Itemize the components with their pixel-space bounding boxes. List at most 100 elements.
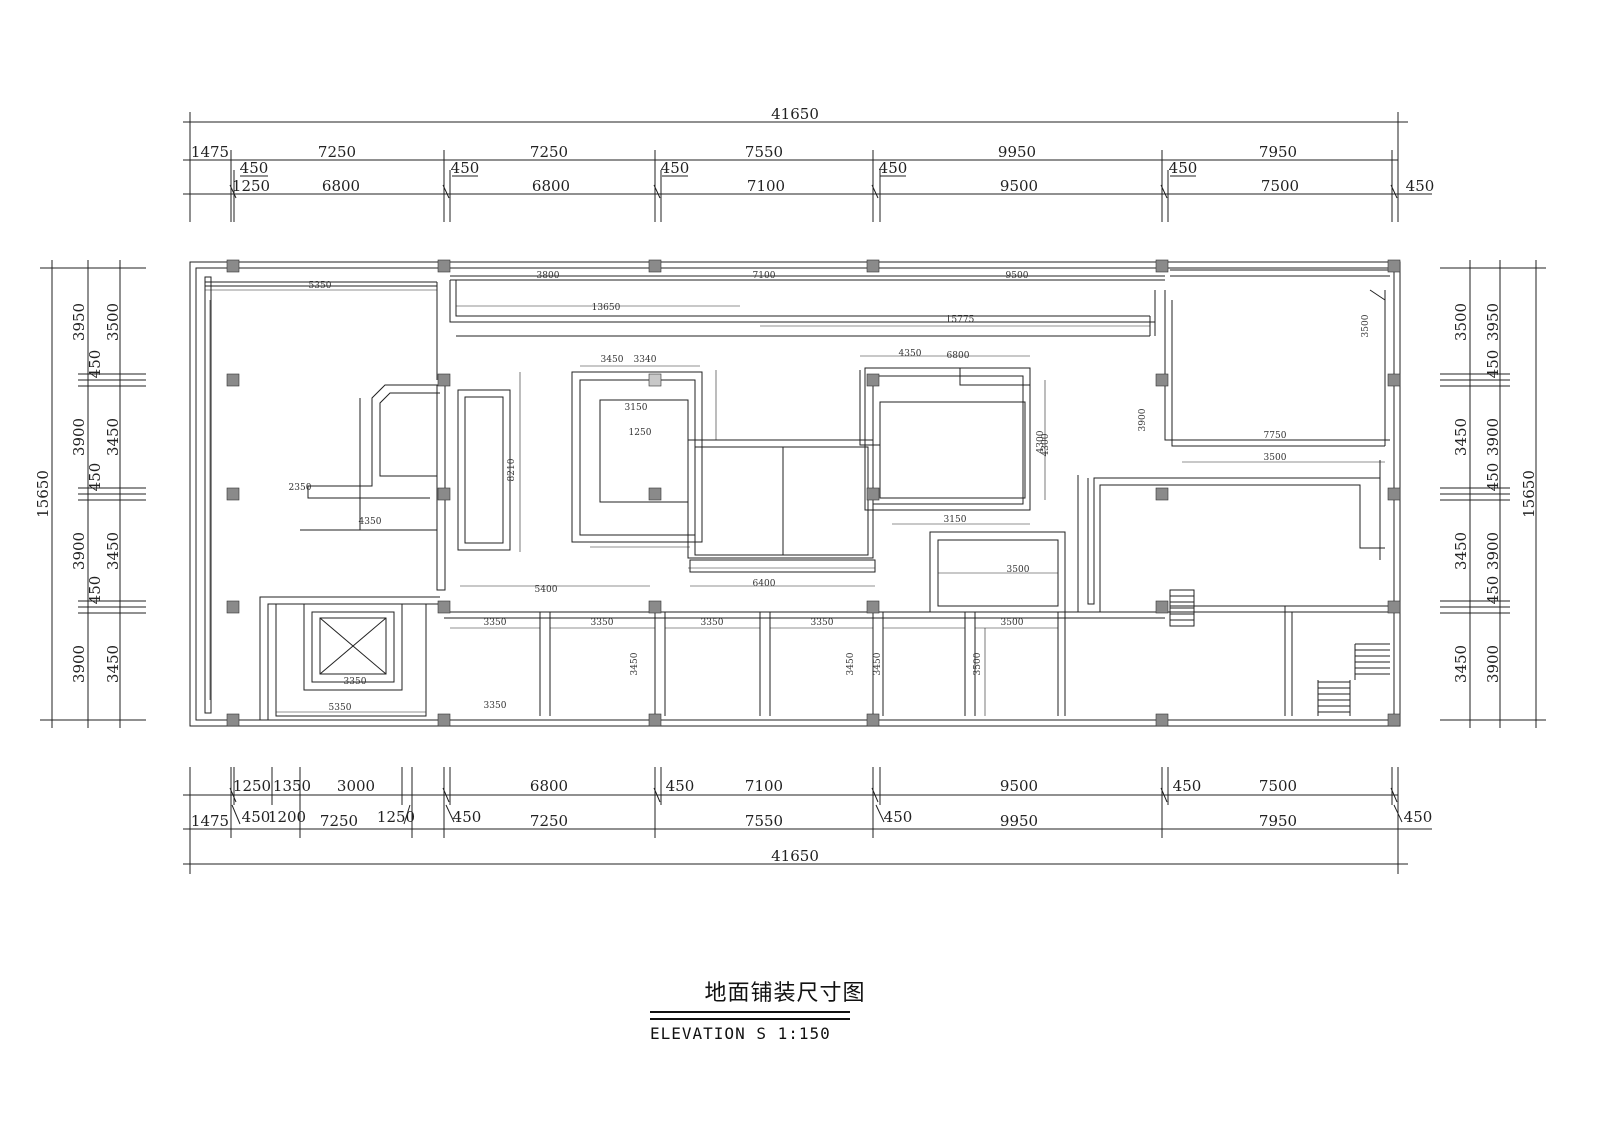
top-col-450-1: 450 (240, 159, 269, 177)
top-dim-d: 9950 (998, 143, 1036, 161)
bottom-dim-3000: 3000 (337, 777, 375, 795)
left-outer-4: 450 (86, 463, 104, 492)
top-dim-i: 9500 (1000, 177, 1038, 195)
top-dim-f: 6800 (322, 177, 360, 195)
bottom-dim-450-d: 450 (453, 808, 482, 826)
left-inner-2: 3450 (104, 418, 122, 456)
bottom-total-dim: 41650 (771, 847, 819, 865)
interior-label: 5350 (329, 703, 352, 713)
top-dim-h: 7100 (747, 177, 785, 195)
right-inner-1: 3500 (1452, 303, 1470, 341)
top-dim-1475: 1475 (191, 143, 229, 161)
interior-label: 3500 (1361, 314, 1371, 337)
right-outer-5: 3900 (1484, 532, 1502, 570)
interior-label: 4350 (899, 349, 922, 359)
interior-label: 2350 (289, 483, 312, 493)
interior-label: 6400 (753, 579, 776, 589)
right-total-dim: 15650 (1520, 470, 1538, 518)
bottom-dim-450-a: 450 (666, 777, 695, 795)
left-inner-1: 3500 (104, 303, 122, 341)
interior-label: 7100 (753, 271, 776, 281)
top-dim-450-end: 450 (1406, 177, 1435, 195)
top-col-450-2: 450 (451, 159, 480, 177)
interior-label: 3350 (811, 618, 834, 628)
interior-label: 3350 (484, 618, 507, 628)
interior-label: 3350 (591, 618, 614, 628)
top-dim-e: 7950 (1259, 143, 1297, 161)
top-dim-1250: 1250 (232, 177, 270, 195)
right-outer-3: 3900 (1484, 418, 1502, 456)
interior-label: 7750 (1264, 431, 1287, 441)
interior-label: 5400 (535, 585, 558, 595)
plan-bottom-rooms (259, 596, 1390, 720)
bottom-dim-1250: 1250 (233, 777, 271, 795)
left-outer-1: 3950 (70, 303, 88, 341)
bottom-dim-9950: 9950 (1000, 812, 1038, 830)
interior-label: 4300 (1041, 433, 1051, 456)
interior-label: 3800 (537, 271, 560, 281)
interior-label: 3450 (601, 355, 624, 365)
bottom-dim-450-e: 450 (884, 808, 913, 826)
bottom-dim-1350: 1350 (273, 777, 311, 795)
interior-label: 3450 (630, 652, 640, 675)
right-outer-7: 3900 (1484, 645, 1502, 683)
interior-label: 3900 (1138, 408, 1148, 431)
left-total-dim: 15650 (34, 470, 52, 518)
plan-outer-walls (189, 261, 1401, 727)
bottom-dim-7250-b: 7250 (530, 812, 568, 830)
interior-label: 3340 (634, 355, 657, 365)
left-outer-2: 450 (86, 350, 104, 379)
interior-label: 5350 (309, 281, 332, 291)
interior-label: 3500 (1001, 618, 1024, 628)
drawing-title-block: 地面铺装尺寸图 ELEVATION S 1:150 (650, 975, 890, 1043)
interior-label: 3150 (944, 515, 967, 525)
bottom-dim-1250-b: 1250 (377, 808, 415, 826)
top-dim-a: 7250 (318, 143, 356, 161)
bottom-dim-7100: 7100 (745, 777, 783, 795)
right-outer-6: 450 (1484, 576, 1502, 605)
bottom-dim-450-f: 450 (1404, 808, 1433, 826)
top-total-dim: 41650 (771, 105, 819, 123)
plan-interior-dim-lines (205, 289, 1385, 716)
right-inner-2: 3450 (1452, 418, 1470, 456)
left-outer-3: 3900 (70, 418, 88, 456)
interior-label: 3350 (701, 618, 724, 628)
left-inner-4: 3450 (104, 645, 122, 683)
title-underline (650, 1011, 850, 1020)
right-inner-3: 3450 (1452, 532, 1470, 570)
right-outer-1: 3950 (1484, 303, 1502, 341)
top-col-450-5: 450 (1169, 159, 1198, 177)
interior-label: 3350 (344, 677, 367, 687)
interior-label: 3450 (873, 652, 883, 675)
left-dimension-lines (40, 260, 146, 728)
left-outer-7: 3900 (70, 645, 88, 683)
plan-columns (226, 259, 1401, 727)
left-outer-6: 450 (86, 576, 104, 605)
left-inner-3: 3450 (104, 532, 122, 570)
bottom-dim-7500: 7500 (1259, 777, 1297, 795)
interior-label: 4300 (1036, 430, 1046, 453)
interior-label: 3500 (1007, 565, 1030, 575)
interior-label: 1250 (629, 428, 652, 438)
right-dimension-lines (1440, 260, 1546, 728)
top-dim-j: 7500 (1261, 177, 1299, 195)
top-col-450-4: 450 (879, 159, 908, 177)
drawing-title-en: ELEVATION S 1:150 (650, 1024, 831, 1043)
right-outer-4: 450 (1484, 463, 1502, 492)
top-col-450-3: 450 (661, 159, 690, 177)
interior-label: 15775 (946, 315, 975, 325)
left-outer-5: 3900 (70, 532, 88, 570)
plan-left-room (300, 384, 511, 591)
right-inner-4: 3450 (1452, 645, 1470, 683)
bottom-dim-7550: 7550 (745, 812, 783, 830)
interior-label: 9500 (1006, 271, 1029, 281)
bottom-dim-6800: 6800 (530, 777, 568, 795)
bottom-dim-7950: 7950 (1259, 812, 1297, 830)
right-outer-2: 450 (1484, 350, 1502, 379)
drawing-title-cn: 地面铺装尺寸图 (704, 981, 866, 1006)
bottom-dim-1200: 1200 (268, 808, 306, 826)
plan-corridors (449, 280, 1390, 447)
top-dimension-text: 41650 1475 7250 7250 7550 9950 7950 450 … (191, 105, 1434, 195)
bottom-dimension-text: 1250 1350 3000 6800 450 7100 9500 450 75… (191, 777, 1432, 865)
